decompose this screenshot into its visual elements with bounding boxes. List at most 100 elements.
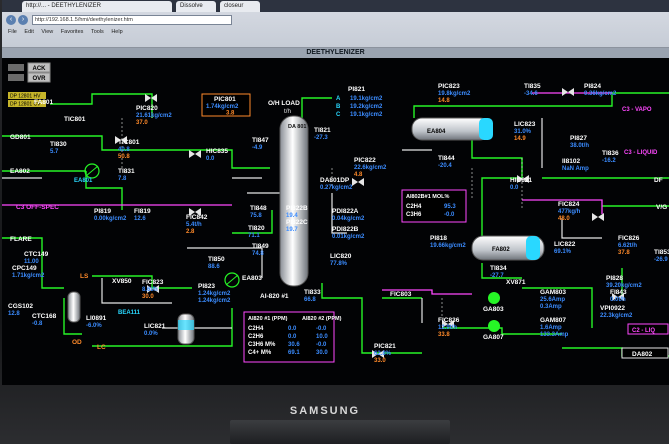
tag-ti821[interactable]: TI821-27.3 (314, 127, 331, 141)
ovr-button[interactable] (27, 72, 51, 83)
address-bar[interactable]: http://192.168.1.5/hmi/deethylenizer.htm (32, 15, 232, 25)
valve-icon[interactable] (147, 285, 159, 293)
valve-icon[interactable] (592, 213, 604, 221)
menu-edit[interactable]: Edit (24, 29, 34, 35)
stream-c3-off-spec[interactable]: C3 OFF-SPEC (16, 204, 59, 211)
valve-icon[interactable] (115, 136, 127, 144)
browser-tab-dissolve[interactable]: Dissolve (176, 1, 216, 12)
stream-fa801[interactable]: FA801 (34, 99, 54, 106)
tag-xv850[interactable]: XV850 (112, 278, 132, 285)
pump-ga803[interactable]: GA803 (483, 292, 504, 313)
stream-od[interactable]: OD (72, 339, 82, 346)
tag-ti835[interactable]: TI835-34.6 (524, 83, 541, 97)
tag-ti853[interactable]: TI853-26.9 (654, 249, 669, 263)
tag-ti834[interactable]: TI834-27.7 (490, 265, 507, 279)
stream-lc[interactable]: LC (97, 344, 106, 351)
column-da801[interactable]: DA 801 (279, 115, 309, 287)
c2-liq-box[interactable] (627, 323, 669, 335)
exchanger-ea803[interactable]: EA803 (224, 272, 262, 288)
stream-fic803[interactable]: FIC803 (390, 291, 412, 298)
browser-tab-main[interactable]: http://... - DEETHYLENIZER (22, 1, 172, 12)
tag-ti89[interactable]: LI0891-6.0% (86, 315, 107, 329)
stream-flare[interactable]: FLARE (10, 236, 32, 243)
valve-icon[interactable] (189, 208, 201, 216)
menu-tools[interactable]: Tools (90, 29, 104, 35)
stream-c3-vapo[interactable]: C3 - VAPO (622, 107, 652, 113)
menu-file[interactable]: File (8, 29, 17, 35)
menu-favorites[interactable]: Favorites (60, 29, 84, 35)
ack-button[interactable] (27, 62, 51, 73)
pic801-panel[interactable]: PIC801 1.74kg/cm2 3.8 (201, 93, 251, 117)
valve-icon[interactable] (517, 175, 529, 183)
valve-icon[interactable] (372, 350, 384, 358)
tag-ti844[interactable]: TI844-20.4 (438, 155, 455, 169)
valve-icon[interactable] (612, 293, 624, 301)
pi821-block[interactable]: PI821 A B C 19.1kg/cm2 19.2kg/cm2 19.1kg… (336, 86, 383, 118)
valve-icon[interactable] (562, 88, 574, 96)
reboiler-bea111[interactable]: BEA111 (118, 310, 195, 345)
stream-ls[interactable]: LS (80, 273, 89, 280)
drum-ea804[interactable]: EA804 (411, 117, 493, 141)
knockout-drum[interactable] (67, 291, 81, 323)
browser-tab-closeur[interactable]: closeur (220, 1, 260, 12)
alarm-row[interactable] (8, 100, 46, 107)
alarm-row[interactable] (8, 92, 46, 99)
da802-box[interactable] (621, 347, 669, 359)
menu-help[interactable]: Help (111, 29, 123, 35)
forward-arrow-icon[interactable]: › (18, 15, 28, 25)
stream-df[interactable]: DF (654, 177, 663, 184)
stream-vg[interactable]: V/G (656, 204, 667, 211)
tag-ti836[interactable]: TI836-16.2 (602, 150, 619, 164)
valve-icon[interactable] (145, 94, 157, 102)
tag-ctc168[interactable]: CTC168-0.8 (32, 313, 57, 327)
valve-icon[interactable] (189, 150, 201, 158)
exchanger-ea801[interactable]: EA801 (74, 163, 100, 184)
drum-fa802[interactable]: FA802 (471, 235, 545, 261)
tag-ai820[interactable]: AI-820 #1 (260, 293, 289, 300)
valve-icon[interactable] (442, 320, 454, 328)
back-arrow-icon[interactable]: ‹ (6, 15, 16, 25)
valve-icon[interactable] (352, 178, 364, 186)
tag-ti847[interactable]: TI847-4.9 (252, 137, 269, 151)
tag-tic801[interactable]: TIC801 (64, 116, 86, 123)
stream-ea802[interactable]: EA802 (10, 168, 30, 175)
